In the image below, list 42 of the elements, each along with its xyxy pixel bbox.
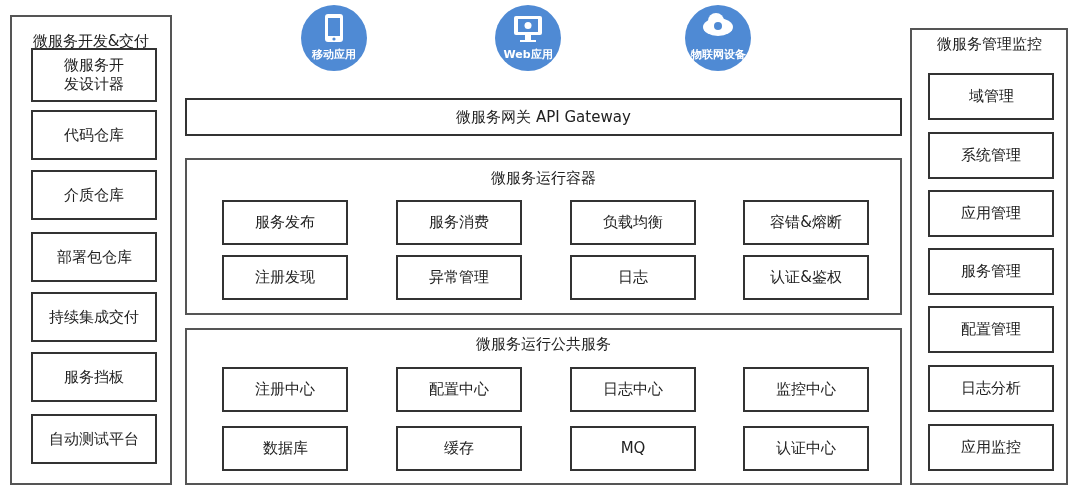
client-label: 物联网设备 <box>690 47 746 62</box>
module-box: 服务挡板 <box>31 352 157 402</box>
module-box: 服务发布 <box>222 200 348 245</box>
module-box: 微服务开发设计器 <box>31 48 157 102</box>
module-box: 配置管理 <box>928 306 1054 353</box>
module-box: 监控中心 <box>743 367 869 412</box>
module-box: 部署包仓库 <box>31 232 157 282</box>
panel-title: 微服务运行公共服务 <box>476 335 611 354</box>
module-box: 认证&鉴权 <box>743 255 869 300</box>
module-box: 负载均衡 <box>570 200 696 245</box>
module-box: 介质仓库 <box>31 170 157 220</box>
module-box: 注册中心 <box>222 367 348 412</box>
module-box: 系统管理 <box>928 132 1054 179</box>
module-box: 数据库 <box>222 426 348 471</box>
module-box: 日志中心 <box>570 367 696 412</box>
module-box: 自动测试平台 <box>31 414 157 464</box>
module-box: 配置中心 <box>396 367 522 412</box>
module-box: 容错&熔断 <box>743 200 869 245</box>
module-box: 域管理 <box>928 73 1054 120</box>
module-box: 应用监控 <box>928 424 1054 471</box>
module-box: 注册发现 <box>222 255 348 300</box>
client-label: Web应用 <box>503 47 553 62</box>
module-box: 服务消费 <box>396 200 522 245</box>
panel-title: 微服务开发&交付 <box>32 32 150 51</box>
panel-title: 微服务运行容器 <box>491 169 596 188</box>
module-box: 认证中心 <box>743 426 869 471</box>
module-box: 代码仓库 <box>31 110 157 160</box>
panel <box>910 28 1068 485</box>
client-label: 移动应用 <box>312 47 356 62</box>
module-box: MQ <box>570 426 696 471</box>
module-box: 持续集成交付 <box>31 292 157 342</box>
module-box: 服务管理 <box>928 248 1054 295</box>
module-box: 日志分析 <box>928 365 1054 412</box>
panel <box>185 158 902 315</box>
panel <box>185 328 902 485</box>
gateway-bar: 微服务网关 API Gateway <box>185 98 902 136</box>
module-box: 异常管理 <box>396 255 522 300</box>
panel-title: 微服务管理监控 <box>936 35 1042 54</box>
module-box: 缓存 <box>396 426 522 471</box>
module-box: 日志 <box>570 255 696 300</box>
module-box: 应用管理 <box>928 190 1054 237</box>
panel <box>10 15 172 485</box>
